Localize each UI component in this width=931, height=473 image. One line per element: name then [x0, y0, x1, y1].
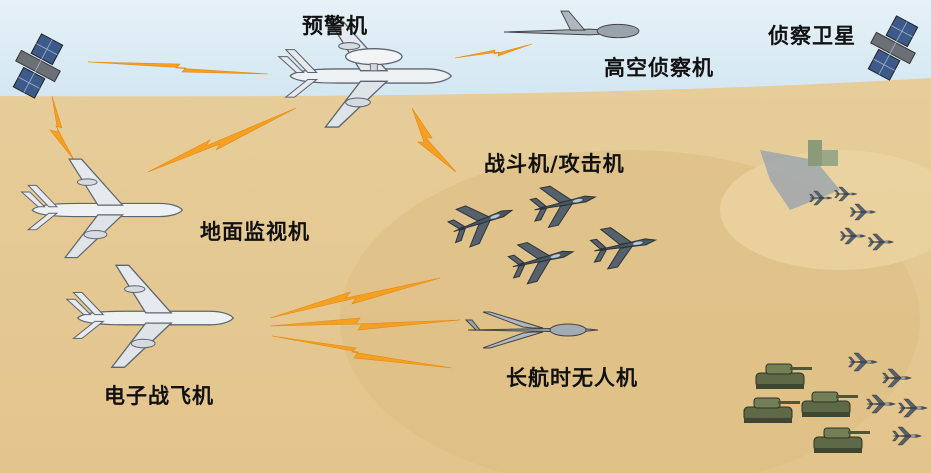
label-high-altitude-recon: 高空侦察机: [604, 56, 714, 80]
label-recon-satellite: 侦察卫星: [768, 24, 856, 48]
label-fighter-attack: 战斗机/攻击机: [484, 152, 625, 176]
airbase-icon: [760, 140, 858, 210]
label-ground-surveillance: 地面监视机: [200, 220, 310, 244]
data-link-bolts: [49, 43, 533, 369]
high-altitude-recon-icon: [503, 10, 640, 39]
label-electronic-warfare: 电子战飞机: [104, 384, 214, 408]
label-awacs: 预警机: [302, 14, 368, 38]
label-long-endurance-uav: 长航时无人机: [506, 366, 638, 390]
awacs-aircraft-icon: [278, 20, 452, 128]
